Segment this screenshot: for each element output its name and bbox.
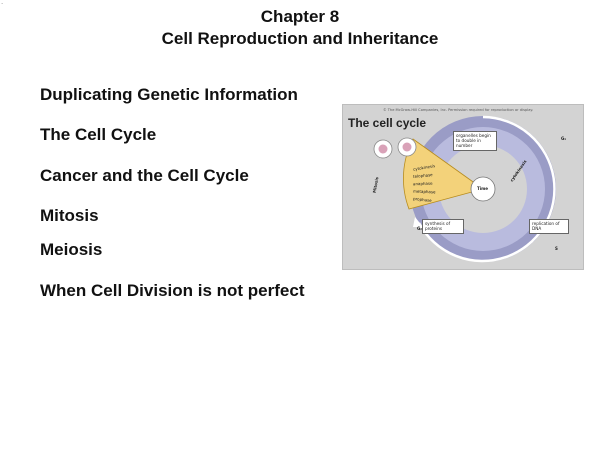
slide-title: Chapter 8 Cell Reproduction and Inherita… — [0, 6, 600, 50]
topic-meiosis: Meiosis — [40, 240, 103, 259]
figure-title: The cell cycle — [348, 116, 427, 130]
box-replication-dna: replication of DNA — [529, 219, 569, 234]
topic-duplicating-genetic-information: Duplicating Genetic Information — [40, 85, 298, 104]
phase-metaphase: metaphase — [412, 188, 436, 195]
figure-copyright: © The McGraw-Hill Companies, Inc. Permis… — [383, 108, 534, 112]
chapter-subtitle: Cell Reproduction and Inheritance — [161, 29, 439, 48]
topic-cell-division-not-perfect: When Cell Division is not perfect — [40, 281, 305, 300]
center-time-label: Time — [477, 186, 488, 191]
cycle-arrow-head — [413, 217, 423, 227]
topic-cancer-cell-cycle: Cancer and the Cell Cycle — [40, 166, 249, 185]
cell-nucleus-right — [402, 142, 412, 152]
stage-s-label: S — [555, 246, 558, 251]
box-organelles-double: organelles begin to double in number — [453, 131, 497, 151]
chapter-heading: Chapter 8 — [260, 7, 340, 26]
time-center-circle — [470, 176, 496, 202]
box-synthesis-proteins: synthesis of proteins — [422, 219, 464, 234]
stage-g1-label: G₁ — [561, 136, 567, 141]
stage-g2-label: G₂ — [417, 226, 423, 231]
phase-anaphase: anaphase — [412, 180, 433, 187]
topic-cell-cycle: The Cell Cycle — [40, 125, 157, 144]
cell-cycle-figure: © The McGraw-Hill Companies, Inc. Permis… — [342, 104, 584, 270]
topic-mitosis: Mitosis — [40, 206, 99, 225]
cell-nucleus-left — [378, 144, 388, 154]
corner-mark: · — [1, 0, 4, 8]
